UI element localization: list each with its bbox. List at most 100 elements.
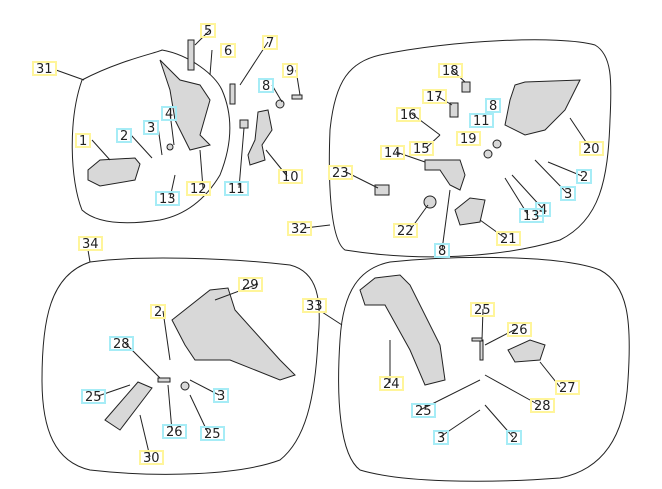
footpeg-27 (507, 339, 546, 363)
leader-line (409, 204, 429, 231)
part-callout-7: 7 (262, 35, 279, 51)
leader-line (411, 113, 441, 136)
part-callout-25: 25 (200, 426, 225, 442)
leader-line (481, 308, 484, 341)
part-callout-8: 8 (434, 243, 451, 259)
plate-17 (449, 102, 459, 118)
part-callout-25: 25 (411, 403, 436, 419)
part-callout-28: 28 (109, 336, 134, 352)
clip-18 (461, 81, 471, 93)
leader-line (209, 49, 213, 76)
part-callout-4: 4 (161, 106, 178, 122)
spring-7 (229, 83, 236, 105)
leader-line (238, 127, 245, 189)
group-outline-31 (71, 49, 231, 224)
bracket-20 (504, 79, 581, 136)
part-callout-16: 16 (396, 107, 421, 123)
part-callout-11: 11 (224, 181, 249, 197)
part-callout-2: 2 (150, 304, 167, 320)
part-callout-25: 25 (470, 302, 495, 318)
collar-23 (374, 184, 390, 196)
part-callout-13: 13 (519, 208, 544, 224)
part-callout-19: 19 (456, 131, 481, 147)
leader-line (395, 151, 426, 163)
leader-line (441, 189, 451, 251)
part-callout-11: 11 (469, 113, 494, 129)
leader-line (169, 174, 176, 199)
leader-line (167, 384, 173, 432)
part-callout-3: 3 (143, 120, 160, 136)
leader-line (569, 117, 591, 149)
part-callout-17: 17 (422, 89, 447, 105)
part-callout-9: 9 (282, 63, 299, 79)
leader-line (124, 342, 161, 379)
part-callout-29: 29 (238, 277, 263, 293)
part-callout-2: 2 (116, 128, 133, 144)
part-callout-2: 2 (506, 430, 523, 446)
footpeg-30 (104, 381, 153, 431)
part-callout-33: 33 (302, 298, 327, 314)
part-callout-27: 27 (555, 380, 580, 396)
part-callout-14: 14 (380, 145, 405, 161)
part-callout-20: 20 (579, 141, 604, 157)
pin-9 (291, 94, 303, 100)
part-callout-1: 1 (75, 133, 92, 149)
bolt-5 (187, 39, 195, 71)
part-callout-3: 3 (433, 430, 450, 446)
pin-26b (479, 339, 484, 361)
leader-line (214, 283, 259, 301)
pin-26 (157, 377, 171, 383)
bracket-24 (359, 274, 446, 386)
part-callout-6: 6 (220, 43, 237, 59)
bushing-22 (423, 195, 437, 209)
leader-line (97, 384, 131, 397)
leader-line (130, 134, 153, 159)
part-callout-23: 23 (328, 165, 353, 181)
leader-line (479, 219, 506, 239)
part-callout-12: 12 (186, 181, 211, 197)
group-outline-34 (41, 257, 320, 475)
group-outline-33 (338, 256, 630, 482)
part-callout-26: 26 (162, 424, 187, 440)
part-callout-30: 30 (139, 450, 164, 466)
leader-line (91, 139, 111, 161)
part-callout-22: 22 (393, 223, 418, 239)
part-callout-8: 8 (258, 78, 275, 94)
leader-line (484, 328, 517, 346)
footpeg-21 (454, 197, 486, 226)
clip-25b (471, 337, 483, 342)
leader-line (162, 310, 171, 361)
part-callout-2: 2 (576, 169, 593, 185)
heel-plate-14 (424, 159, 466, 191)
part-callout-26: 26 (507, 322, 532, 338)
washer-8b (492, 139, 502, 149)
part-callout-5: 5 (200, 23, 217, 39)
washer-8 (275, 99, 285, 109)
clip-25 (180, 381, 190, 391)
leader-line (439, 409, 481, 438)
leader-line (419, 379, 481, 411)
part-callout-3: 3 (213, 388, 230, 404)
part-callout-21: 21 (496, 231, 521, 247)
footpeg-1 (87, 157, 141, 187)
part-callout-31: 31 (32, 61, 57, 77)
group-outline-32 (328, 39, 612, 258)
part-callout-10: 10 (278, 169, 303, 185)
leader-line (436, 95, 453, 106)
collar-11b (483, 149, 493, 159)
part-callout-3: 3 (560, 186, 577, 202)
part-callout-15: 15 (409, 141, 434, 157)
part-callout-8: 8 (485, 98, 502, 114)
brake-lever-10 (247, 109, 273, 166)
part-callout-13: 13 (155, 191, 180, 207)
nut-4 (166, 143, 174, 151)
part-callout-25: 25 (81, 389, 106, 405)
part-callout-24: 24 (379, 376, 404, 392)
leader-line (265, 149, 288, 177)
bracket-29 (171, 287, 296, 381)
part-callout-18: 18 (438, 63, 463, 79)
part-callout-32: 32 (287, 221, 312, 237)
part-callout-28: 28 (530, 398, 555, 414)
